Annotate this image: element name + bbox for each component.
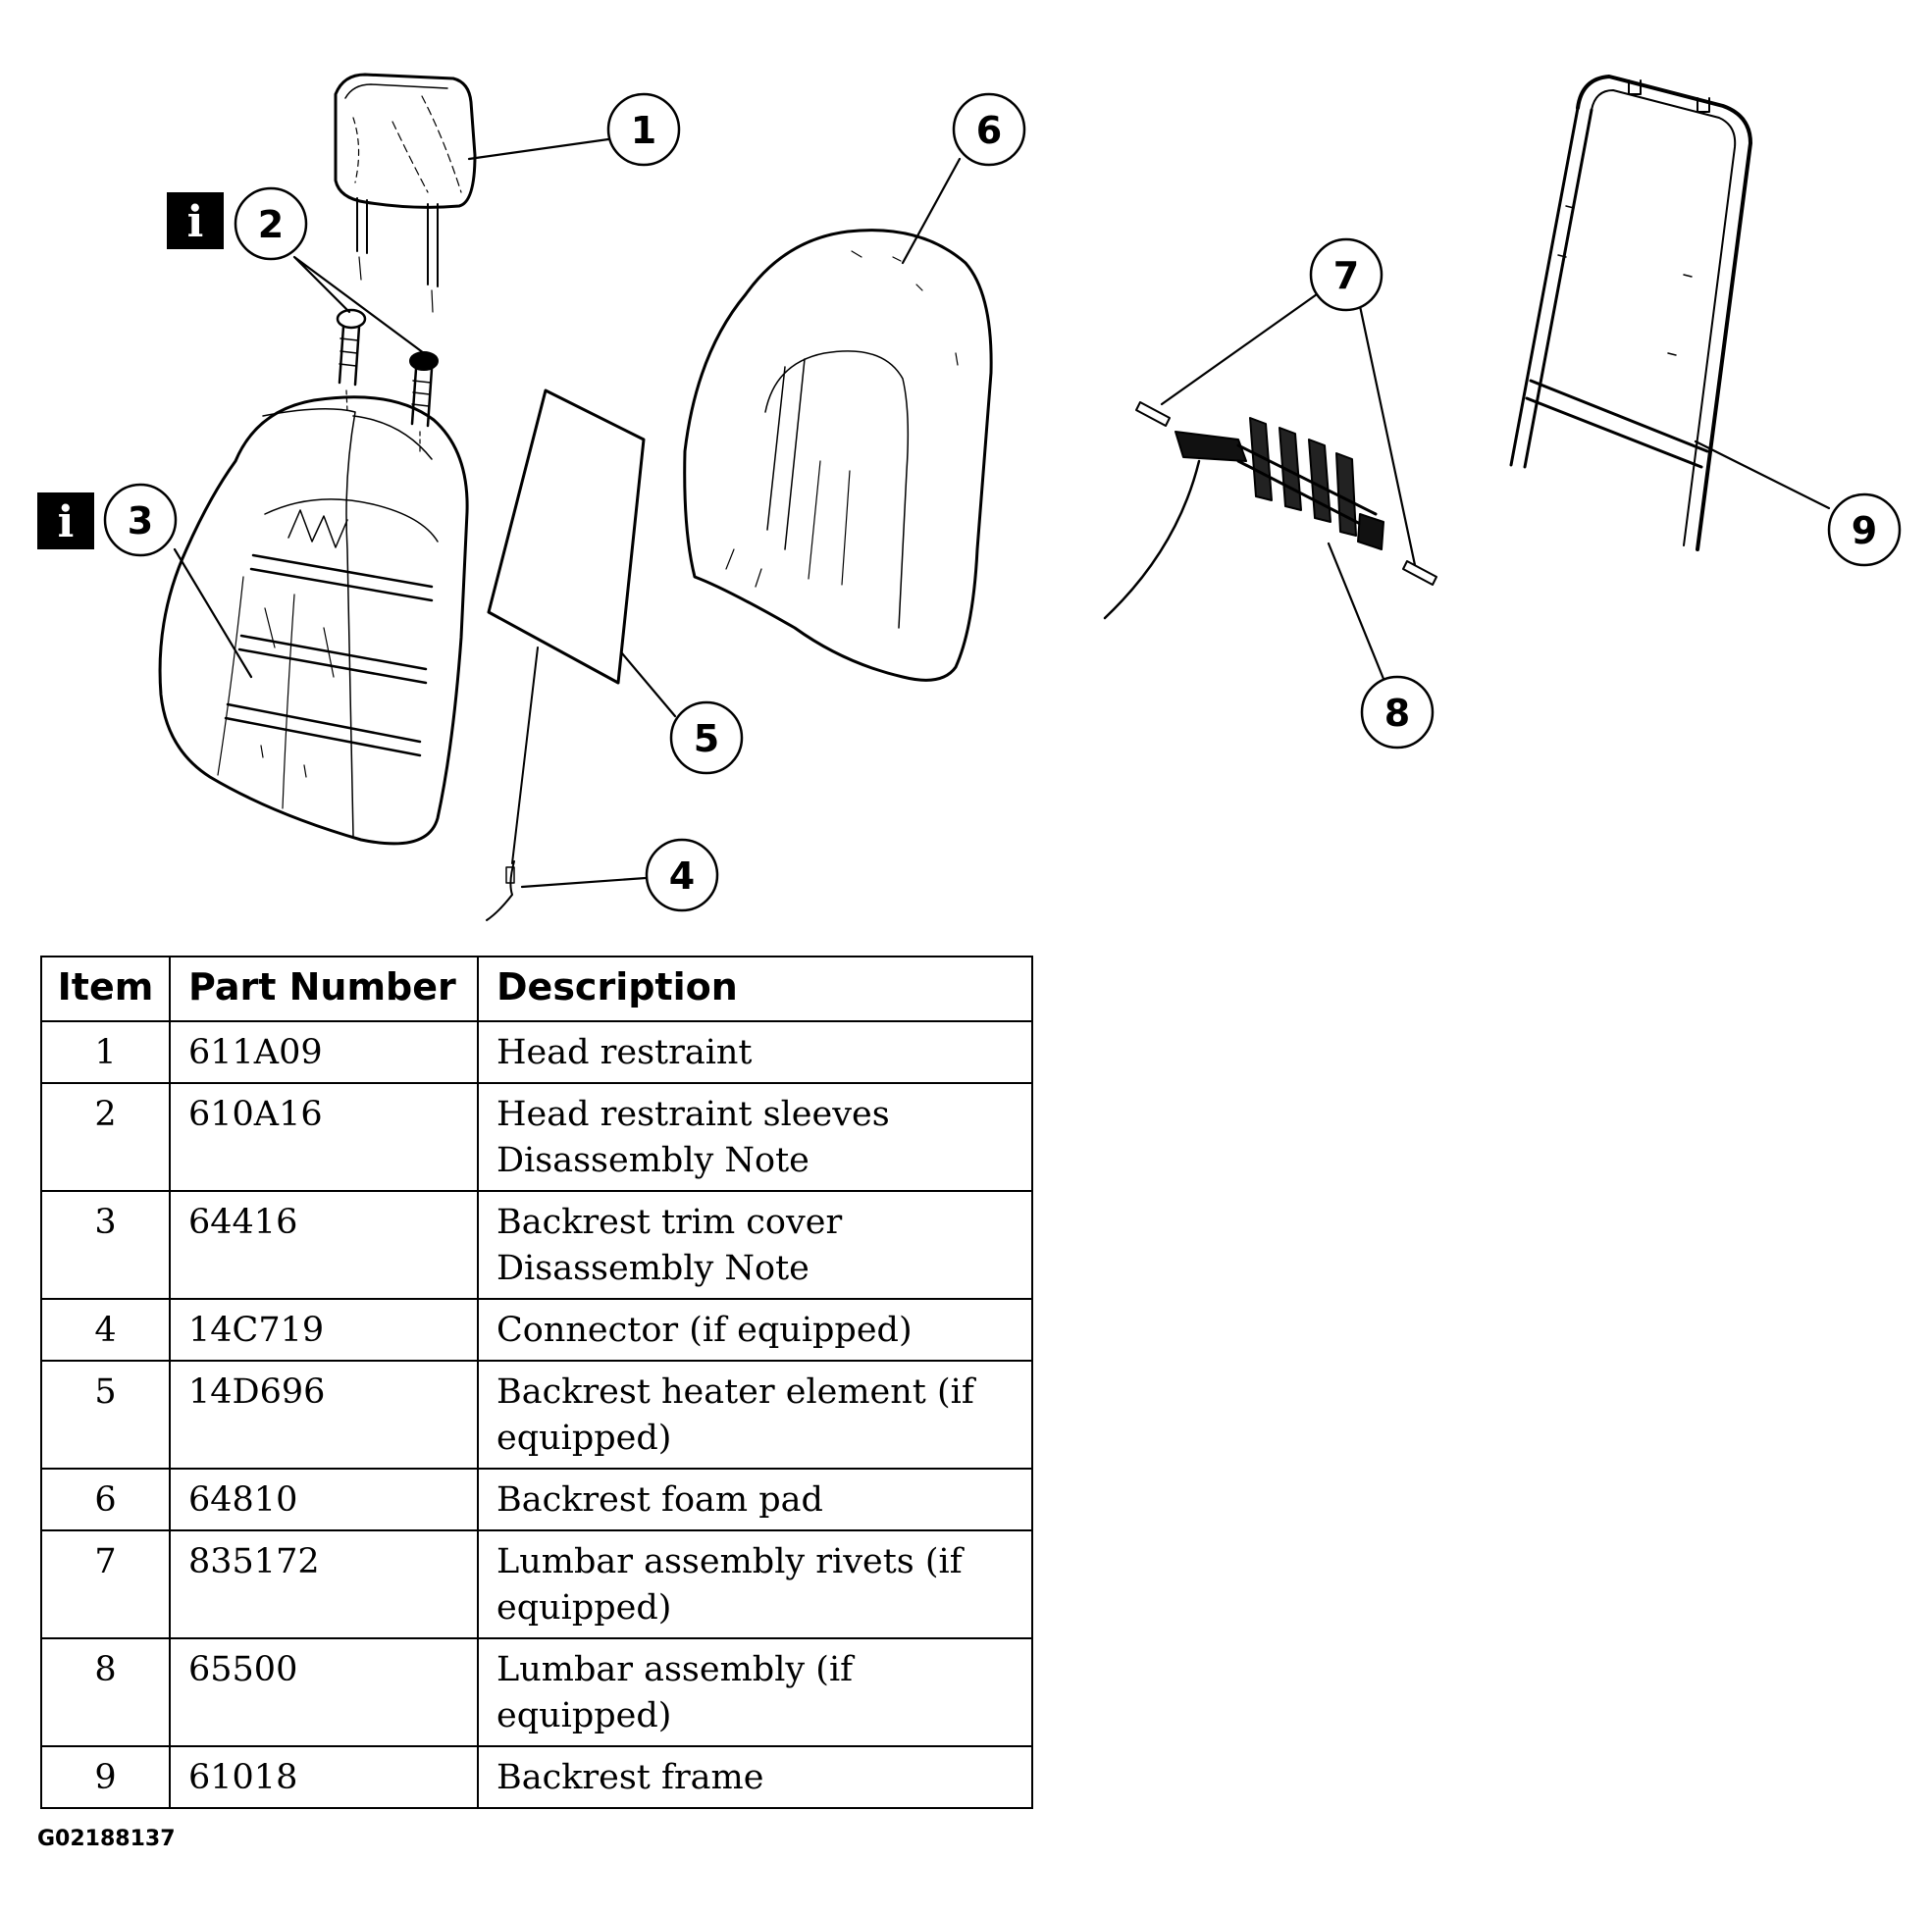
cell-description: Lumbar assembly rivets (if equipped): [477, 1529, 1033, 1639]
rivets-drawing: [1135, 401, 1437, 586]
svg-text:4: 4: [669, 854, 695, 898]
description-line: equipped): [496, 1588, 672, 1628]
trim-cover-drawing: [158, 395, 469, 846]
leader-3: [173, 547, 253, 679]
info-icon: i: [187, 197, 204, 247]
cell-item: 6: [40, 1468, 171, 1531]
leader-1: [467, 137, 610, 161]
cell-item: 8: [40, 1637, 171, 1747]
head-restraint-drawing: [334, 73, 477, 313]
description-line: Backrest trim cover: [496, 1203, 843, 1242]
cell-description: Backrest heater element (if equipped): [477, 1360, 1033, 1470]
cell-part-number: 61018: [169, 1745, 479, 1809]
header-item: Item: [40, 956, 171, 1022]
heater-element-drawing: [486, 388, 646, 921]
leader-8: [1327, 542, 1385, 681]
cell-part-number: 610A16: [169, 1082, 479, 1192]
cell-item: 2: [40, 1082, 171, 1192]
leader-4: [520, 876, 648, 889]
cell-part-number: 14D696: [169, 1360, 479, 1470]
cell-item: 7: [40, 1529, 171, 1639]
description-line: Connector (if equipped): [496, 1311, 913, 1350]
cell-description: Head restraint: [477, 1020, 1033, 1084]
svg-text:9: 9: [1852, 509, 1877, 552]
svg-text:1: 1: [631, 109, 656, 152]
description-line: Lumbar assembly (if: [496, 1650, 854, 1689]
cell-item: 4: [40, 1298, 171, 1362]
callout-6: 6: [952, 92, 1026, 167]
svg-text:7: 7: [1333, 254, 1359, 297]
svg-text:3: 3: [128, 499, 153, 543]
leader-lines: [173, 137, 1831, 889]
description-line: Head restraint sleeves: [496, 1095, 890, 1134]
description-line: Backrest foam pad: [496, 1480, 823, 1520]
cell-description: Lumbar assembly (if equipped): [477, 1637, 1033, 1747]
description-line: equipped): [496, 1419, 672, 1458]
cell-item: 5: [40, 1360, 171, 1470]
description-line: Backrest frame: [496, 1758, 764, 1797]
info-icon: i: [58, 497, 75, 547]
figure-id: G02188137: [37, 1827, 176, 1851]
callout-7: 7: [1309, 237, 1384, 312]
callout-3: 3: [103, 483, 178, 557]
cell-description: Connector (if equipped): [477, 1298, 1033, 1362]
table-header-row: Item Part Number Description: [40, 956, 1033, 1022]
leader-5: [620, 651, 677, 718]
cell-item: 3: [40, 1190, 171, 1300]
cell-part-number: 65500: [169, 1637, 479, 1747]
leader-6: [901, 157, 962, 265]
header-description: Description: [477, 956, 1033, 1022]
cell-part-number: 64810: [169, 1468, 479, 1531]
info-marker-item-3: i: [37, 492, 94, 549]
description-line: Disassembly Note: [496, 1249, 809, 1288]
svg-text:8: 8: [1384, 692, 1410, 735]
callout-5: 5: [669, 700, 744, 775]
svg-text:6: 6: [976, 109, 1002, 152]
leader-7: [1160, 292, 1417, 567]
cell-description: Backrest foam pad: [477, 1468, 1033, 1531]
callout-1: 1: [606, 92, 681, 167]
exploded-view-diagram: i i 1 2 3 4 5 6 7 8 9: [37, 73, 1902, 921]
cell-part-number: 611A09: [169, 1020, 479, 1084]
cell-part-number: 835172: [169, 1529, 479, 1639]
description-line: Head restraint: [496, 1033, 753, 1072]
cell-part-number: 14C719: [169, 1298, 479, 1362]
foam-pad-drawing: [683, 229, 993, 682]
callout-4: 4: [645, 838, 719, 912]
cell-item: 1: [40, 1020, 171, 1084]
cell-item: 9: [40, 1745, 171, 1809]
callout-2: 2: [234, 186, 308, 261]
leader-2: [292, 255, 426, 355]
description-line: Backrest heater element (if: [496, 1372, 974, 1412]
lumbar-assembly-drawing: [1103, 417, 1384, 620]
header-part-number: Part Number: [169, 956, 479, 1022]
description-line: equipped): [496, 1696, 672, 1735]
svg-text:2: 2: [258, 203, 284, 246]
description-line: Lumbar assembly rivets (if: [496, 1542, 963, 1581]
description-line: Disassembly Note: [496, 1141, 809, 1180]
cell-part-number: 64416: [169, 1190, 479, 1300]
info-marker-item-2: i: [167, 192, 224, 249]
leader-9: [1694, 440, 1831, 510]
callout-9: 9: [1827, 492, 1902, 567]
callout-8: 8: [1360, 675, 1435, 750]
cell-description: Backrest frame: [477, 1745, 1033, 1809]
backrest-frame-drawing: [1509, 75, 1752, 551]
svg-text:5: 5: [694, 717, 719, 760]
